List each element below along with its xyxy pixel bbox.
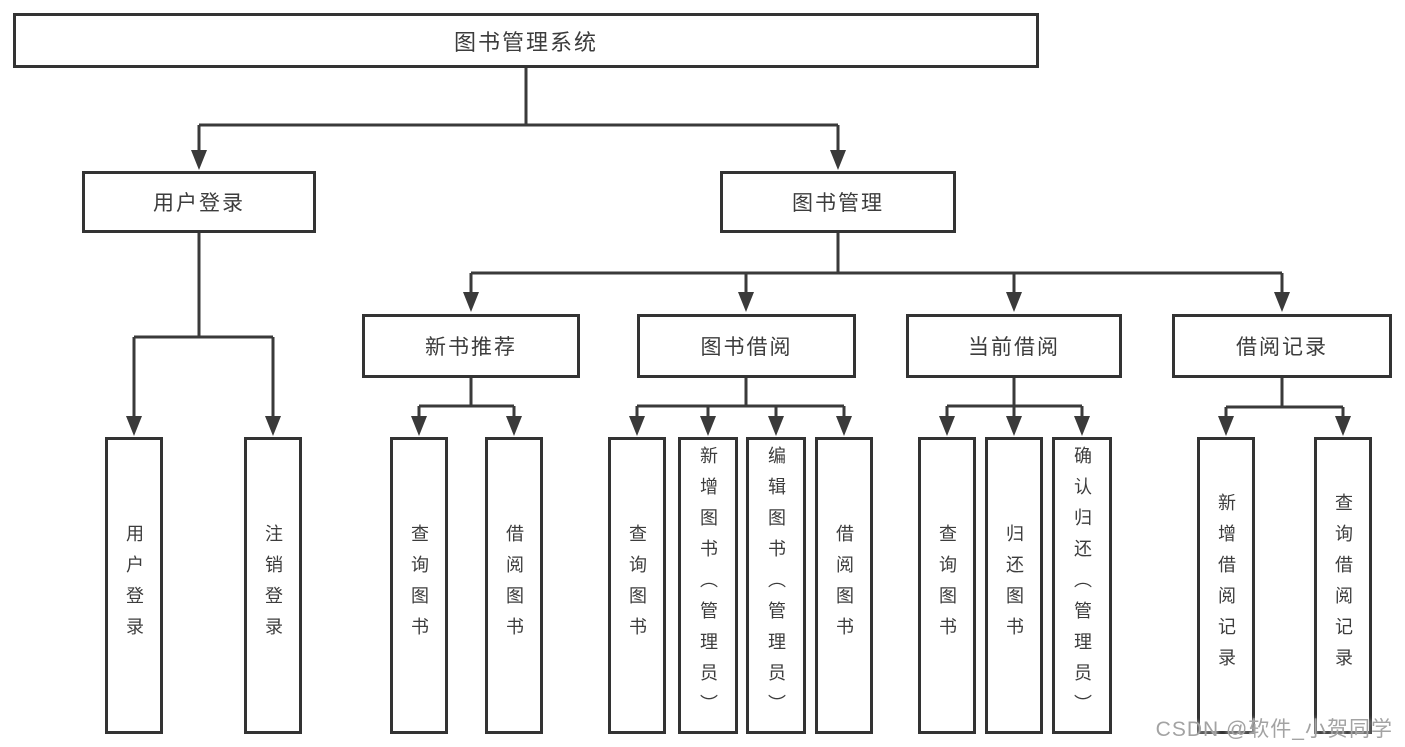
node-book-borrowing: 图书借阅 <box>637 314 856 378</box>
node-label: 借阅记录 <box>1236 336 1328 359</box>
node-current-borrowing: 当前借阅 <box>906 314 1122 378</box>
arrowhead <box>830 150 846 170</box>
connector-user-login-children <box>126 233 281 436</box>
leaf-add-borrow-record: 新增借阅记录 <box>1197 437 1255 734</box>
leaf-label: 编辑图书（管理员） <box>766 446 786 725</box>
leaf-label: 查询图书 <box>409 523 429 648</box>
leaf-logout: 注销登录 <box>244 437 302 734</box>
arrowhead <box>768 416 784 436</box>
leaf-query-books-current: 查询图书 <box>918 437 976 734</box>
leaf-query-books-borrow: 查询图书 <box>608 437 666 734</box>
leaf-label: 新增借阅记录 <box>1216 492 1236 679</box>
arrowhead <box>1006 416 1022 436</box>
node-library-management-system: 图书管理系统 <box>13 13 1039 68</box>
leaf-label: 注销登录 <box>263 523 283 648</box>
arrowhead <box>191 150 207 170</box>
connector-book-management-children <box>463 233 1290 312</box>
node-book-management: 图书管理 <box>720 171 956 233</box>
leaf-user-login: 用户登录 <box>105 437 163 734</box>
connector-book-borrow-children <box>629 378 852 436</box>
arrowhead <box>738 292 754 312</box>
leaf-label: 新增图书（管理员） <box>698 446 718 725</box>
arrowhead <box>126 416 142 436</box>
arrowhead <box>1335 416 1351 436</box>
arrowhead <box>411 416 427 436</box>
connector-borrow-records-children <box>1218 378 1351 436</box>
leaf-borrow-books: 借阅图书 <box>815 437 873 734</box>
leaf-label: 查询图书 <box>627 523 647 648</box>
leaf-return-books: 归还图书 <box>985 437 1043 734</box>
arrowhead <box>1006 292 1022 312</box>
leaf-label: 借阅图书 <box>504 523 524 648</box>
node-label: 图书管理 <box>792 192 884 215</box>
node-borrowing-records: 借阅记录 <box>1172 314 1392 378</box>
node-label: 当前借阅 <box>968 336 1060 359</box>
connector-current-borrow-children <box>939 378 1090 436</box>
leaf-label: 查询借阅记录 <box>1333 492 1353 679</box>
connector-root-to-level2 <box>191 68 846 170</box>
leaf-add-books-admin: 新增图书（管理员） <box>678 437 738 734</box>
leaf-confirm-return-admin: 确认归还（管理员） <box>1052 437 1112 734</box>
leaf-label: 归还图书 <box>1004 523 1024 648</box>
arrowhead <box>463 292 479 312</box>
leaf-borrow-books-recommend: 借阅图书 <box>485 437 543 734</box>
arrowhead <box>836 416 852 436</box>
arrowhead <box>1074 416 1090 436</box>
leaf-edit-books-admin: 编辑图书（管理员） <box>746 437 806 734</box>
arrowhead <box>506 416 522 436</box>
node-label: 用户登录 <box>153 192 245 215</box>
node-new-book-recommendation: 新书推荐 <box>362 314 580 378</box>
arrowhead <box>700 416 716 436</box>
leaf-label: 查询图书 <box>937 523 957 648</box>
arrowhead <box>939 416 955 436</box>
leaf-query-borrow-record: 查询借阅记录 <box>1314 437 1372 734</box>
csdn-watermark: CSDN @软件_小贺同学 <box>1155 718 1393 741</box>
leaf-query-books-recommend: 查询图书 <box>390 437 448 734</box>
arrowhead <box>1218 416 1234 436</box>
node-label: 新书推荐 <box>425 336 517 359</box>
node-label: 图书管理系统 <box>453 29 598 55</box>
arrowhead <box>629 416 645 436</box>
leaf-label: 借阅图书 <box>834 523 854 648</box>
arrowhead <box>265 416 281 436</box>
connector-new-book-children <box>411 378 522 436</box>
leaf-label: 确认归还（管理员） <box>1072 446 1092 725</box>
leaf-label: 用户登录 <box>124 523 144 648</box>
arrowhead <box>1274 292 1290 312</box>
node-label: 图书借阅 <box>700 336 793 359</box>
node-user-login: 用户登录 <box>82 171 316 233</box>
